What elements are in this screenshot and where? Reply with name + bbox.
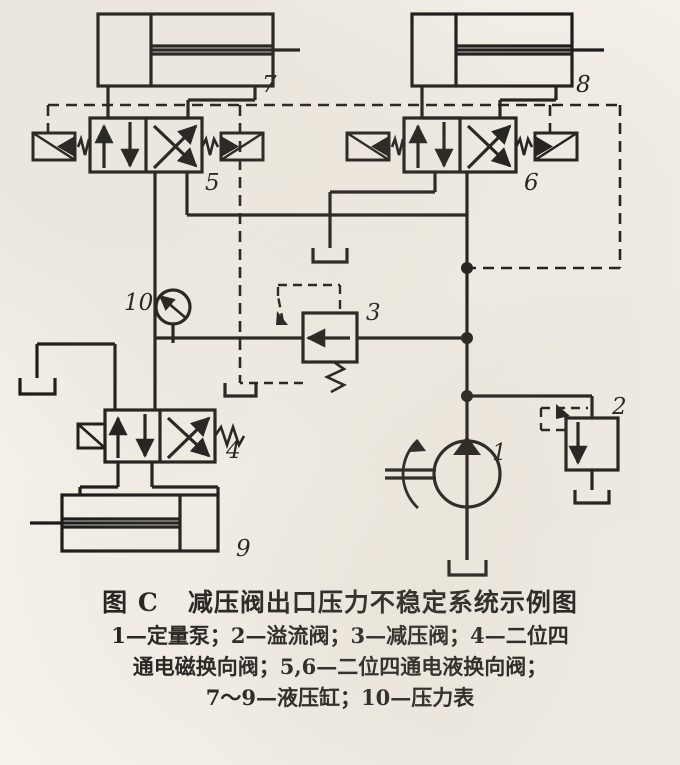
pump-1 bbox=[385, 436, 502, 560]
legend-line-3: 7～9—液压缸；10—压力表 bbox=[205, 685, 475, 710]
label-valve-2: 2 bbox=[611, 394, 627, 420]
label-valve-3: 3 bbox=[366, 300, 381, 326]
label-cylinder-7: 7 bbox=[262, 72, 277, 98]
cylinder-8 bbox=[410, 12, 604, 120]
tank-symbol-valve-3-drain bbox=[223, 383, 258, 398]
hydraulic-system-schematic: 7 8 5 6 10 3 4 9 1 2 bbox=[18, 12, 627, 577]
cylinder-9 bbox=[30, 493, 220, 553]
valve-4 bbox=[76, 408, 246, 495]
valve-6 bbox=[328, 116, 534, 560]
tank-symbol-left bbox=[18, 342, 117, 410]
legend-line-1: 1—定量泵；2—溢流阀；3—减压阀；4—二位四 bbox=[111, 623, 569, 648]
valve-3-pressure-reducing bbox=[155, 283, 467, 394]
tank-symbol-center bbox=[311, 248, 349, 264]
label-cylinder-8: 8 bbox=[576, 72, 591, 98]
label-valve-4: 4 bbox=[225, 438, 241, 464]
solenoid-right-valve-6 bbox=[533, 131, 579, 162]
label-cylinder-9: 9 bbox=[236, 536, 251, 562]
label-pressure-gauge-10: 10 bbox=[124, 290, 153, 316]
solenoid-left-valve-5 bbox=[31, 131, 77, 162]
valve-5 bbox=[76, 116, 467, 265]
figure-caption: 图 C 减压阀出口压力不稳定系统示例图 1—定量泵；2—溢流阀；3—减压阀；4—… bbox=[0, 586, 680, 713]
label-pump-1: 1 bbox=[492, 440, 507, 466]
label-valve-6: 6 bbox=[524, 170, 539, 196]
legend-line-2: 通电磁换向阀；5,6—二位四通电液换向阀； bbox=[132, 654, 548, 679]
pressure-gauge-10 bbox=[154, 288, 192, 343]
tank-symbol-pump-suction bbox=[447, 560, 488, 577]
label-valve-5: 5 bbox=[205, 170, 220, 196]
solenoid-right-valve-5 bbox=[219, 131, 265, 162]
pilot-line-network bbox=[46, 103, 622, 383]
figure-title: 图 C 减压阀出口压力不稳定系统示例图 bbox=[102, 588, 578, 617]
valve-2-relief bbox=[467, 394, 620, 505]
cylinder-7 bbox=[96, 12, 300, 120]
junction-dots bbox=[461, 262, 473, 402]
solenoid-left-valve-6 bbox=[345, 131, 391, 162]
